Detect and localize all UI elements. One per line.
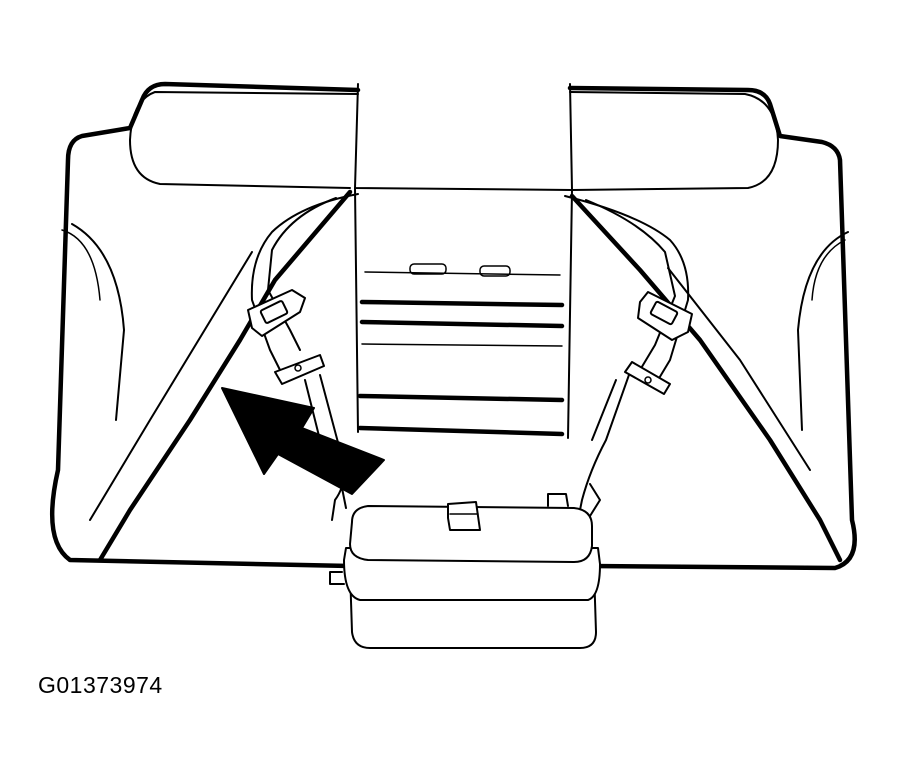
right-belt-diagonal <box>667 267 811 471</box>
right-belt-strap-outer <box>585 199 676 371</box>
latch-left <box>409 263 447 275</box>
right-belt-outer <box>569 193 843 563</box>
right-belt-lower-strap-2 <box>591 379 617 441</box>
left-headrest <box>129 91 359 189</box>
figure-id-label: G01373974 <box>38 672 163 698</box>
left-buckle <box>247 289 325 385</box>
left-buckle-slot <box>259 300 289 324</box>
left-buckle-body <box>247 289 306 337</box>
panel-line-3 <box>361 343 563 347</box>
armrest-top-cushion <box>349 505 593 563</box>
panel-line-2 <box>359 319 565 329</box>
right-buckle-body <box>637 291 693 341</box>
right-bolster <box>797 231 849 431</box>
armrest-right-bracket <box>589 483 601 517</box>
center-right-edge <box>567 189 573 439</box>
left-seat-crease <box>61 229 101 301</box>
panel-line-5 <box>357 425 565 437</box>
right-belt-strap-inner <box>564 195 690 386</box>
armrest-left-tab <box>329 571 345 585</box>
armrest-right-tab <box>547 493 569 507</box>
right-buckle-rivet <box>644 376 652 384</box>
panel-line-1 <box>359 299 565 308</box>
right-seat-crease <box>811 239 846 301</box>
left-belt-diagonal <box>89 251 253 521</box>
panel-line-4 <box>357 393 565 403</box>
left-bolster <box>71 223 125 421</box>
center-top-slot <box>364 271 561 276</box>
right-buckle <box>624 291 693 395</box>
center-section <box>354 187 573 439</box>
center-armrest <box>329 471 601 649</box>
right-headrest <box>569 91 779 191</box>
right-belt-lower-strap <box>577 371 631 521</box>
headrests <box>129 83 779 191</box>
armrest-latch-handle <box>447 501 481 531</box>
left-belt-outer <box>97 189 353 563</box>
center-headrest <box>354 83 573 191</box>
left-buckle-rivet <box>294 364 302 372</box>
seat-back-outline <box>49 81 857 571</box>
left-belt-strap-outer <box>267 197 337 351</box>
latch-right <box>479 265 511 277</box>
right-buckle-clip <box>624 361 671 395</box>
arrow-icon <box>221 387 385 495</box>
left-buckle-clip <box>274 354 325 385</box>
right-buckle-slot <box>649 300 679 326</box>
left-seat-belt <box>89 189 359 563</box>
center-left-edge <box>354 187 359 433</box>
seat-back <box>49 81 857 571</box>
right-seat-belt <box>564 193 843 563</box>
